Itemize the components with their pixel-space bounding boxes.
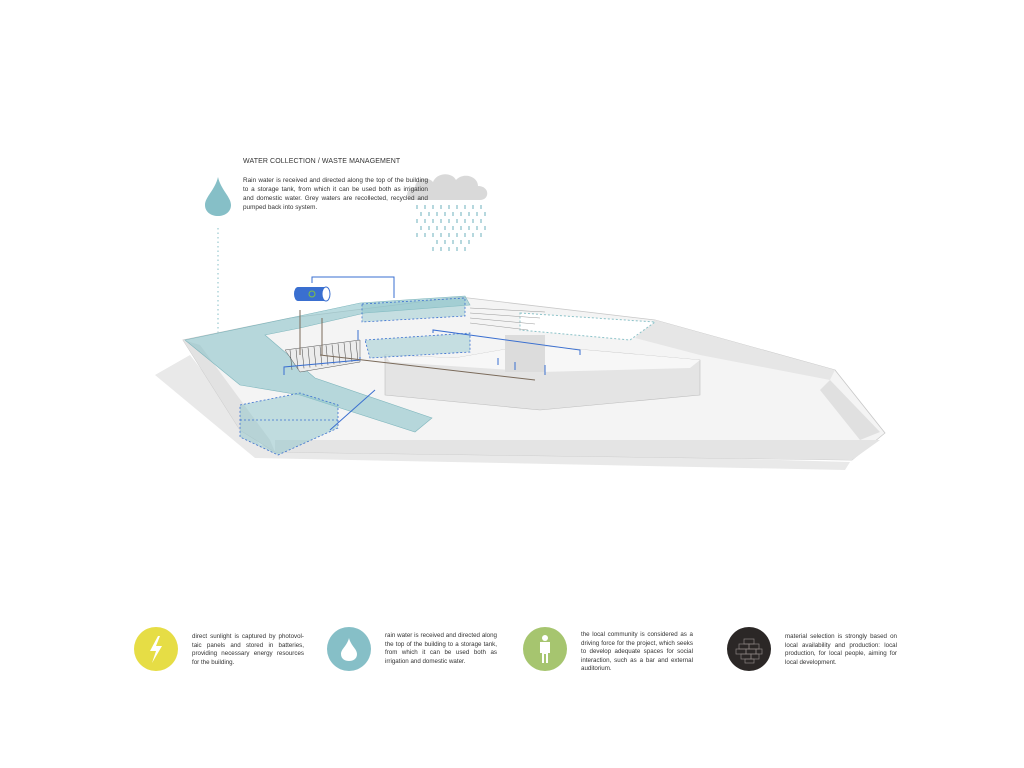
stair-tread: [355, 341, 359, 362]
rain-cloud-icon: [407, 174, 488, 251]
person-icon: [523, 627, 567, 671]
section-title: WATER COLLECTION / WASTE MANAGEMENT: [243, 158, 401, 165]
feature-text: material selection is strongly based on …: [785, 633, 897, 666]
stair-tread: [313, 346, 317, 367]
storage-cylinder-icon: [294, 286, 331, 302]
stair-tread: [325, 345, 329, 366]
stair-tread: [331, 344, 335, 365]
water-pipes: [283, 276, 581, 431]
stair-tread: [337, 343, 341, 364]
water-drop-icon: [205, 177, 231, 216]
feature-text: the local community is considered as a d…: [581, 631, 693, 673]
water-drop-icon: [327, 627, 371, 671]
storage-tank-volumes: [239, 297, 471, 456]
stair-tread: [343, 342, 347, 363]
feature-text: rain water is received and directed alon…: [385, 632, 497, 665]
bricks-icon: [727, 627, 771, 671]
stair-tread: [319, 345, 323, 367]
feature-text: direct sunlight is captured by photovol-…: [192, 633, 304, 666]
lightning-icon: [134, 627, 178, 671]
section-description: Rain water is received and directed alon…: [243, 177, 428, 211]
